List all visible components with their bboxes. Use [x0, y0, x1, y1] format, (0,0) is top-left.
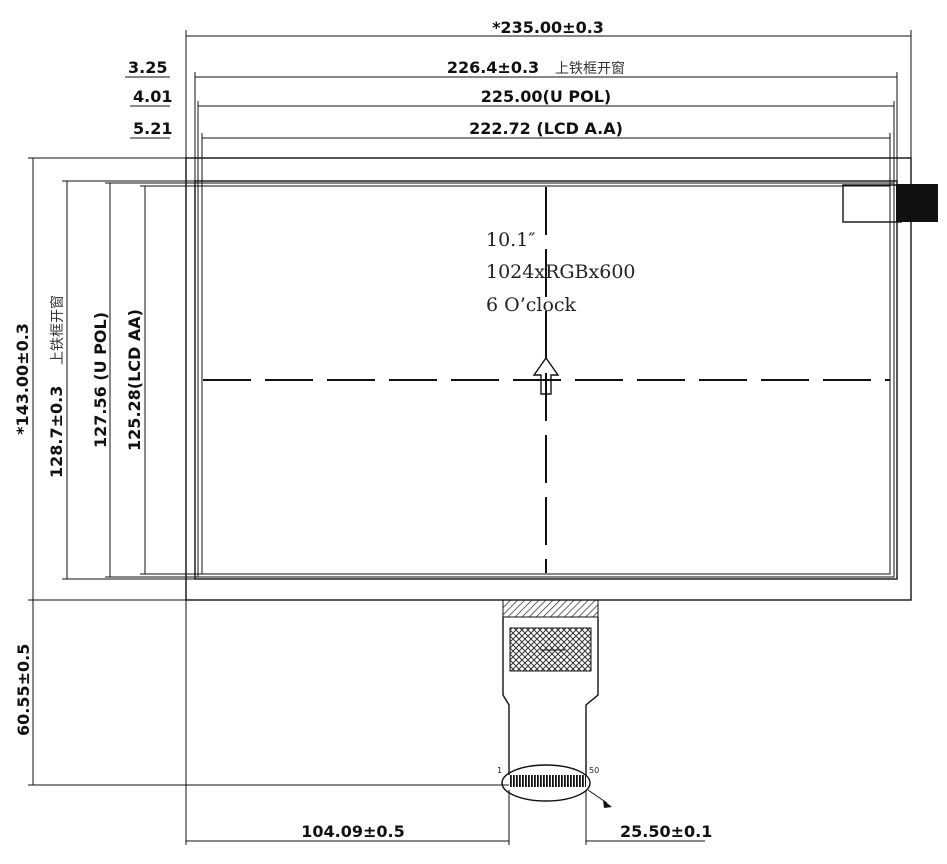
- offset-pol-label: 4.01: [133, 87, 172, 106]
- overall-width-label: *235.00±0.3: [492, 18, 604, 37]
- fpc-width-label: 25.50±0.1: [620, 822, 712, 841]
- offset-frame-label: 3.25: [128, 58, 167, 77]
- fpc-offset-label: 104.09±0.5: [301, 822, 405, 841]
- frame-width-label: 226.4±0.3: [447, 58, 539, 77]
- connector-callout-ellipse: [501, 764, 591, 802]
- side-tab-block: [896, 184, 938, 222]
- fpc-gold-fingers: [509, 775, 586, 787]
- pol-width-label: 225.00(U POL): [481, 87, 611, 106]
- pol-height-label: 127.56 (U POL): [91, 312, 110, 448]
- fpc-ic-area: [509, 627, 592, 672]
- fpc-stiffener-hatched: [502, 599, 599, 618]
- aa-height-label: 125.28(LCD AA): [125, 309, 144, 451]
- frame-height-label: 128.7±0.3: [47, 386, 66, 478]
- fpc-length-label: 60.55±0.5: [14, 644, 33, 736]
- top-frame-window: [194, 180, 898, 580]
- frame-height-note: 上铁框开窗: [49, 295, 66, 365]
- viewing-direction: 6 O’clock: [486, 294, 577, 316]
- display-resolution: 1024xRGBx600: [486, 261, 636, 283]
- offset-aa-label: 5.21: [133, 119, 172, 138]
- aa-width-label: 222.72 (LCD A.A): [469, 119, 623, 138]
- callout-arrow-icon: [603, 800, 612, 808]
- pol-outline: [197, 182, 895, 578]
- pin-first-label: 1: [497, 766, 502, 775]
- pin-last-label: 50: [589, 766, 599, 775]
- fpc-body: [502, 617, 599, 775]
- orientation-arrow-icon: [532, 356, 560, 395]
- frame-width-note: 上铁框开窗: [555, 60, 625, 77]
- side-tab-outline: [842, 184, 902, 223]
- display-size: 10.1″: [486, 229, 535, 251]
- overall-height-label: *143.00±0.3: [13, 323, 32, 435]
